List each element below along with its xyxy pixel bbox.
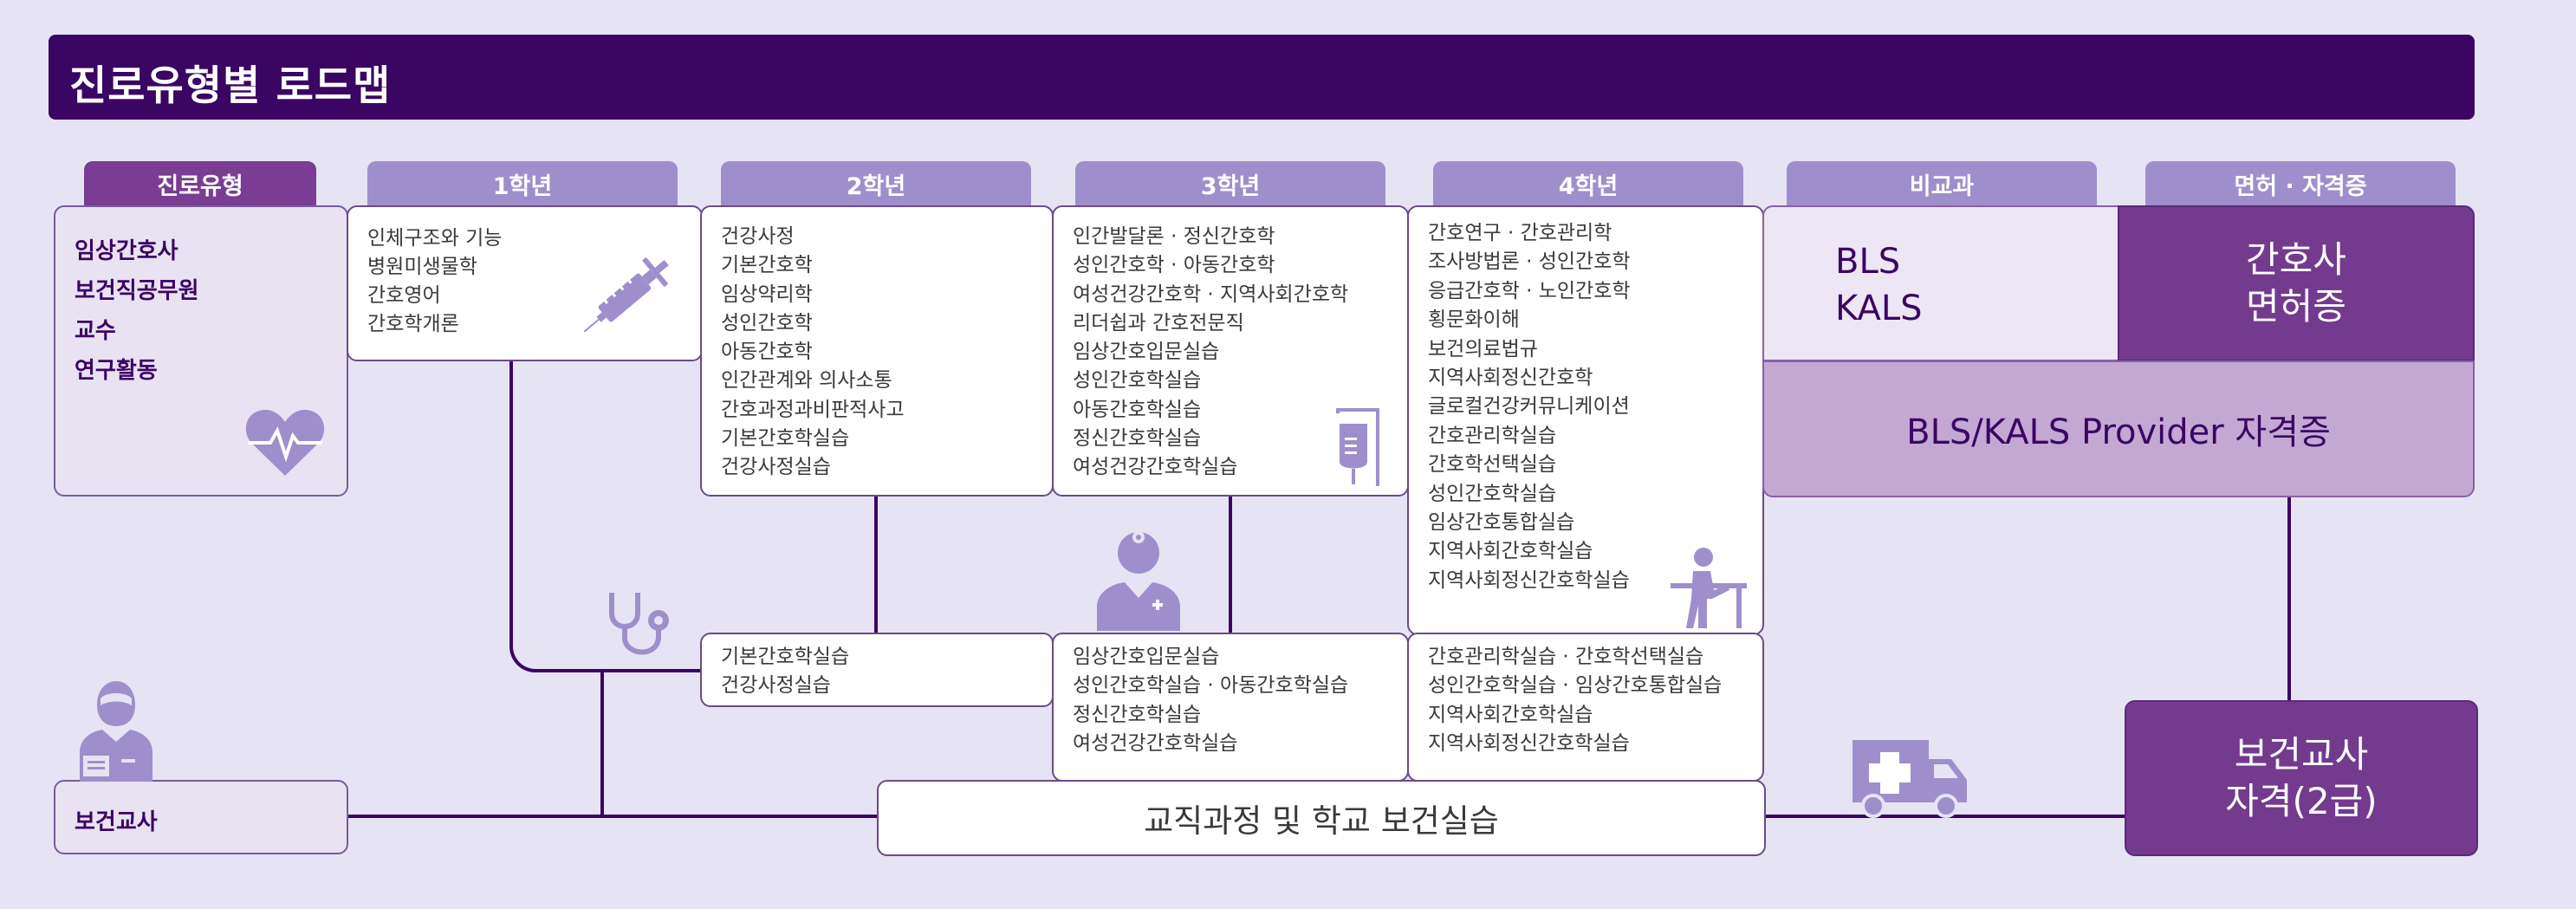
bls-cert-label: BLS/KALS Provider 자격증 — [1906, 412, 2331, 452]
tab-extracurricular: 비교과 — [1787, 161, 2097, 206]
teacher-cert-box: 보건교사 자격(2급) — [2125, 700, 2478, 856]
connector-y2-down — [874, 496, 878, 634]
year4-courses-list: 간호연구 · 간호관리학 조사방법론 · 성인간호학 응급간호학 · 노인간호학… — [1428, 222, 1631, 592]
teacher-year4-box: 간호관리학실습 · 간호학선택실습 성인간호학실습 · 임상간호통합실습 지역사… — [1407, 633, 1764, 782]
tab-extracurricular-label: 비교과 — [1909, 172, 1975, 200]
tab-year2: 2학년 — [721, 161, 1031, 206]
career-types-list: 임상간호사 보건직공무원 교수 연구활동 — [75, 238, 199, 384]
teacher-year2-box: 기본간호학실습 건강사정실습 — [700, 633, 1054, 707]
year1-courses-box: 인체구조와 기능 병원미생물학 간호영어 간호학개론 — [347, 205, 703, 361]
connector-horizontal-upper — [535, 669, 702, 672]
year2-courses-box: 건강사정 기본간호학 임상약리학 성인간호학 아동간호학 인간관계와 의사소통 … — [700, 205, 1054, 497]
year3-courses-box: 인간발달론 · 정신간호학 성인간호학 · 아동간호학 여성건강간호학 · 지역… — [1052, 205, 1409, 497]
year2-courses-list: 건강사정 기본간호학 임상약리학 성인간호학 아동간호학 인간관계와 의사소통 … — [721, 225, 905, 479]
connector-y1-curve — [509, 641, 537, 672]
connector-bottom-left — [347, 815, 877, 818]
syringe-icon — [583, 256, 669, 333]
year4-courses-box: 간호연구 · 간호관리학 조사방법론 · 성인간호학 응급간호학 · 노인간호학… — [1407, 205, 1764, 635]
nurse-icon — [80, 681, 152, 782]
career-types-box: 임상간호사 보건직공무원 교수 연구활동 — [54, 205, 348, 497]
extracurricular-box: BLS KALS — [1762, 205, 2119, 361]
iv-bag-icon — [1336, 408, 1379, 486]
connector-y1-down — [509, 360, 513, 643]
teacher-year2-list: 기본간호학실습 건강사정실습 — [721, 646, 850, 698]
tab-license: 면허 · 자격증 — [2145, 161, 2456, 206]
tab-year3: 3학년 — [1075, 161, 1385, 206]
bls-cert-box: BLS/KALS Provider 자격증 — [1762, 360, 2475, 497]
teacher-year3-list: 임상간호입문실습 성인간호학실습 · 아동간호학실습 정신간호학실습 여성건강간… — [1073, 646, 1349, 755]
tab-career: 진로유형 — [84, 161, 316, 206]
heart-pulse-icon — [245, 409, 325, 476]
school-nurse-label: 보건교사 — [75, 809, 158, 835]
nurse-license-label: 간호사 면허증 — [2246, 238, 2346, 328]
teacher-year4-list: 간호관리학실습 · 간호학선택실습 성인간호학실습 · 임상간호통합실습 지역사… — [1428, 646, 1723, 755]
teacher-cert-label: 보건교사 자격(2급) — [2225, 733, 2378, 822]
tab-year4-label: 4학년 — [1558, 172, 1619, 200]
tab-year1-label: 1학년 — [492, 172, 553, 200]
stethoscope-icon — [609, 593, 669, 655]
doctor-icon — [1097, 531, 1180, 631]
school-nurse-box: 보건교사 — [54, 780, 348, 854]
tab-year4: 4학년 — [1433, 161, 1743, 206]
teaching-course-box: 교직과정 및 학교 보건실습 — [877, 780, 1766, 856]
year1-courses-list: 인체구조와 기능 병원미생물학 간호영어 간호학개론 — [367, 227, 503, 335]
tab-year3-label: 3학년 — [1200, 172, 1261, 200]
connector-trunk — [600, 671, 604, 816]
header-banner: 진로유형별 로드맵 — [49, 35, 2475, 120]
extracurricular-list: BLS KALS — [1835, 242, 1923, 328]
lecturer-icon — [1671, 548, 1747, 628]
connector-cert-down — [2287, 497, 2291, 700]
tab-career-label: 진로유형 — [157, 172, 243, 200]
tab-license-label: 면허 · 자격증 — [2234, 172, 2367, 200]
teaching-course-label: 교직과정 및 학교 보건실습 — [1144, 802, 1499, 840]
year3-courses-list: 인간발달론 · 정신간호학 성인간호학 · 아동간호학 여성건강간호학 · 지역… — [1073, 225, 1349, 479]
page-title: 진로유형별 로드맵 — [69, 62, 392, 110]
teacher-year3-box: 임상간호입문실습 성인간호학실습 · 아동간호학실습 정신간호학실습 여성건강간… — [1052, 633, 1409, 782]
nurse-license-box: 간호사 면허증 — [2118, 205, 2475, 361]
tab-year2-label: 2학년 — [846, 172, 906, 200]
connector-y3-down — [1229, 496, 1232, 634]
tab-year1: 1학년 — [367, 161, 678, 206]
ambulance-icon — [1853, 740, 1967, 818]
